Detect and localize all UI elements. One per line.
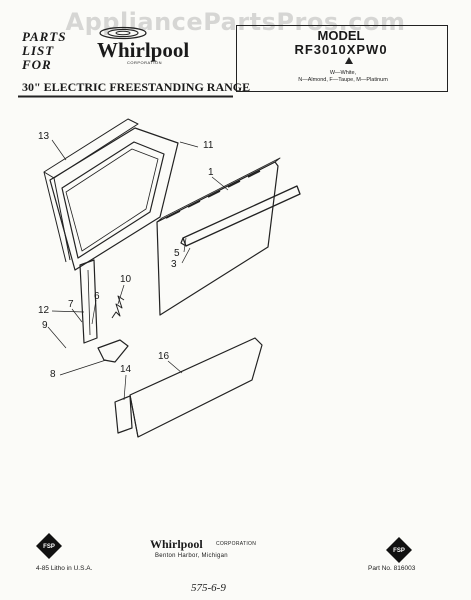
litho-note: 4-85 Litho in U.S.A. (36, 565, 93, 572)
door-gasket (43, 118, 139, 179)
callout-12: 12 (38, 305, 50, 316)
parts-label-line1: PARTS (22, 29, 67, 44)
range-title: 30" ELECTRIC FREESTANDING RANGE (22, 80, 251, 94)
hinge-spring (111, 295, 125, 319)
callout-1: 1 (208, 167, 214, 178)
drawer-front-panel (129, 337, 263, 438)
callout-13: 13 (38, 131, 50, 142)
callout-16: 16 (158, 351, 170, 362)
callout-8: 8 (50, 369, 56, 380)
whirlpool-swirl-logo (99, 26, 147, 40)
door-handle (182, 185, 301, 247)
callout-6: 6 (94, 291, 100, 302)
footer-brand: Whirlpool (150, 537, 203, 551)
drawer-bracket (114, 395, 133, 434)
model-note-line1: W—White, (329, 70, 357, 76)
handwritten-note: 575-6-9 (191, 582, 226, 594)
hinge-bracket (79, 259, 98, 344)
door-gasket-edge (43, 171, 71, 263)
model-number: RF3010XPW0 (294, 42, 388, 57)
parts-list-label: PARTS LIST FOR (22, 30, 67, 72)
fsp-seal-left-icon: FSP (36, 533, 62, 559)
fsp-seal-right-text: FSP (393, 548, 405, 554)
fsp-seal-left-text: FSP (43, 544, 55, 550)
footer-corporation: CORPORATION (216, 541, 257, 547)
callout-14: 14 (120, 364, 132, 375)
callout-9: 9 (42, 320, 48, 331)
part-number: Part No. 816003 (368, 565, 416, 572)
model-box (236, 25, 448, 92)
brand-logo-text: Whirlpool (97, 38, 190, 62)
brand-corporation: CORPORATION (127, 60, 162, 65)
footer-city: Benton Harbor, Michigan (155, 553, 228, 559)
inner-door-panel (49, 127, 179, 271)
triangle-marker-icon (345, 57, 353, 64)
parts-label-line2: LIST (22, 43, 55, 58)
model-note-line2: N—Almond, F—Taupe, M—Platinum (298, 77, 388, 83)
callout-7: 7 (68, 299, 74, 310)
outer-door-panel (156, 161, 279, 316)
outer-door-top-edge (156, 157, 281, 223)
parts-label-line3: FOR (22, 57, 52, 72)
hinge-arm (97, 339, 129, 363)
model-title: MODEL (317, 28, 365, 43)
callout-11: 11 (203, 140, 214, 151)
inner-window (61, 141, 165, 259)
callout-10: 10 (120, 274, 132, 285)
callout-5: 5 (174, 248, 180, 259)
fsp-seal-right-icon: FSP (386, 537, 412, 563)
title-underline (18, 95, 233, 98)
model-color-note: W—White, N—Almond, F—Taupe, M—Platinum (246, 70, 440, 84)
callout-3: 3 (171, 259, 177, 270)
